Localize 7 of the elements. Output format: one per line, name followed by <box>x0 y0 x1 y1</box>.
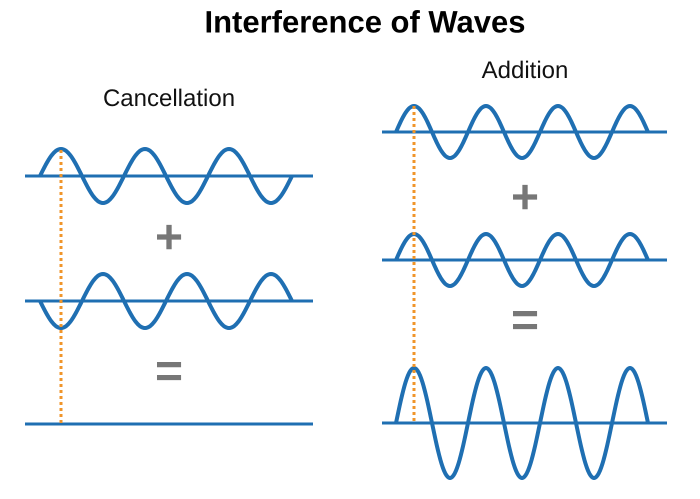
heading: Cancellation <box>102 87 236 111</box>
plus-sign: + <box>510 174 540 222</box>
plus-sign: + <box>154 214 184 262</box>
title: Interference of Waves <box>204 6 526 38</box>
equals-sign: = <box>154 348 184 396</box>
heading: Addition <box>482 59 568 83</box>
equals-sign: = <box>510 297 540 345</box>
